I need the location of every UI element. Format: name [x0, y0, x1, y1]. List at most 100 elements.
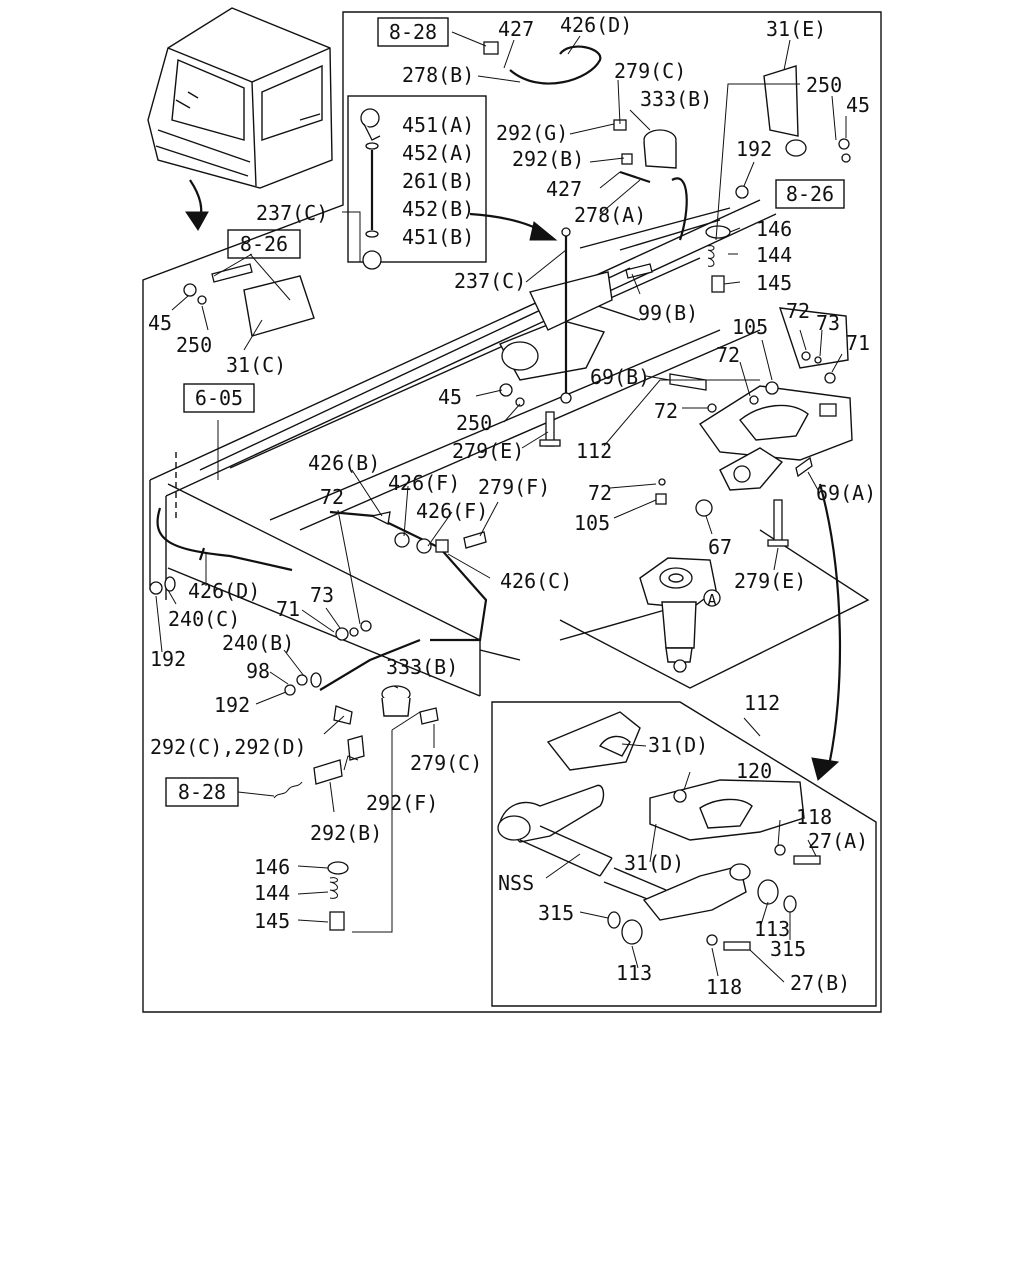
callout-292b: 292(B): [512, 147, 584, 171]
callout-99b: 99(B): [638, 301, 698, 325]
suspension-strut: A: [639, 557, 721, 673]
callout-145: 145: [756, 271, 792, 295]
callout-67: 67: [708, 535, 732, 559]
callout-31d: 31(D): [624, 851, 684, 875]
callout-237c: 237(C): [454, 269, 526, 293]
small-components: [149, 41, 851, 931]
callout-279c: 279(C): [410, 751, 482, 775]
ref-6-05: 6-05: [195, 386, 243, 410]
callout-45: 45: [148, 311, 172, 335]
marker-a-label: A: [707, 591, 716, 609]
callout-333b: 333(B): [640, 87, 712, 111]
callout-144: 144: [254, 881, 290, 905]
reference-boxes: 8-28 8-26 8-26 6-05 8-28: [165, 17, 845, 807]
callout-27a: 27(A): [808, 829, 868, 853]
callout-31c: 31(C): [226, 353, 286, 377]
callout-240b: 240(B): [222, 631, 294, 655]
rear-cab-mount: [699, 307, 853, 491]
callout-279e: 279(E): [734, 569, 806, 593]
callout-72: 72: [786, 299, 810, 323]
callout-118: 118: [706, 975, 742, 999]
callout-73: 73: [816, 311, 840, 335]
detail-inset-parts: [497, 711, 821, 951]
callout-105: 105: [574, 511, 610, 535]
callout-250: 250: [456, 411, 492, 435]
callout-240c: 240(C): [168, 607, 240, 631]
callout-nss: NSS: [498, 871, 534, 895]
callout-72: 72: [588, 481, 612, 505]
hose-lines: [156, 45, 688, 691]
callout-71: 71: [276, 597, 300, 621]
truck-cab-illustration: [147, 7, 333, 231]
callout-105: 105: [732, 315, 768, 339]
callout-31e: 31(E): [766, 17, 826, 41]
callout-451a: 451(A): [402, 113, 474, 137]
ref-8-26-left: 8-26: [240, 232, 288, 256]
callout-145: 145: [254, 909, 290, 933]
callout-192: 192: [150, 647, 186, 671]
ref-8-28-bottom: 8-28: [178, 780, 226, 804]
detail-inset-frame: [491, 701, 877, 1007]
callout-146: 146: [254, 855, 290, 879]
callout-27b: 27(B): [790, 971, 850, 995]
callout-261b: 261(B): [402, 169, 474, 193]
callout-72: 72: [716, 343, 740, 367]
callout-292b: 292(B): [310, 821, 382, 845]
callout-279c: 279(C): [614, 59, 686, 83]
callout-72: 72: [654, 399, 678, 423]
callout-426f: 426(F): [388, 471, 460, 495]
callout-237c: 237(C): [256, 201, 328, 225]
callout-292f: 292(F): [366, 791, 438, 815]
callout-113: 113: [754, 917, 790, 941]
callout-45: 45: [846, 93, 870, 117]
callout-113: 113: [616, 961, 652, 985]
callout-333b: 333(B): [386, 655, 458, 679]
callout-426d: 426(D): [560, 13, 632, 37]
callout-73: 73: [310, 583, 334, 607]
callout-279e: 279(E): [452, 439, 524, 463]
callout-112: 112: [576, 439, 612, 463]
main-frame-outline: [142, 11, 882, 1013]
callout-426f: 426(F): [416, 499, 488, 523]
callout-192: 192: [214, 693, 250, 717]
callout-452a: 452(A): [402, 141, 474, 165]
callout-72: 72: [320, 485, 344, 509]
callout-315: 315: [538, 901, 574, 925]
callout-250: 250: [176, 333, 212, 357]
ref-8-28-top: 8-28: [389, 20, 437, 44]
callout-452b: 452(B): [402, 197, 474, 221]
joint-inset-frame: [347, 95, 487, 263]
callout-279f: 279(F): [478, 475, 550, 499]
callout-112: 112: [744, 691, 780, 715]
callout-69b: 69(B): [590, 365, 650, 389]
callout-427: 427: [546, 177, 582, 201]
callout-427: 427: [498, 17, 534, 41]
callout-98: 98: [246, 659, 270, 683]
callout-146: 146: [756, 217, 792, 241]
callout-426d: 426(D): [188, 579, 260, 603]
callout-31d: 31(D): [648, 733, 708, 757]
callout-426b: 426(B): [308, 451, 380, 475]
callout-315: 315: [770, 937, 806, 961]
callout-118: 118: [796, 805, 832, 829]
front-pivot-bracket: [499, 227, 613, 404]
callout-71: 71: [846, 331, 870, 355]
callout-144: 144: [756, 243, 792, 267]
callout-278b: 278(B): [402, 63, 474, 87]
callout-426c: 426(C): [500, 569, 572, 593]
leader-lines: [155, 31, 847, 983]
callout-120: 120: [736, 759, 772, 783]
part-callouts: 427 426(D) 278(B) 279(C) 333(B) 31(E) 25…: [148, 13, 876, 999]
transfer-arrows: [469, 212, 842, 781]
callout-292g: 292(G): [496, 121, 568, 145]
ref-8-26-right: 8-26: [786, 182, 834, 206]
callout-292c-292d: 292(C),292(D): [150, 735, 307, 759]
callout-45: 45: [438, 385, 462, 409]
joint-inset-parts: [360, 108, 382, 270]
callout-192: 192: [736, 137, 772, 161]
callout-278a: 278(A): [574, 203, 646, 227]
callout-250: 250: [806, 73, 842, 97]
callout-451b: 451(B): [402, 225, 474, 249]
